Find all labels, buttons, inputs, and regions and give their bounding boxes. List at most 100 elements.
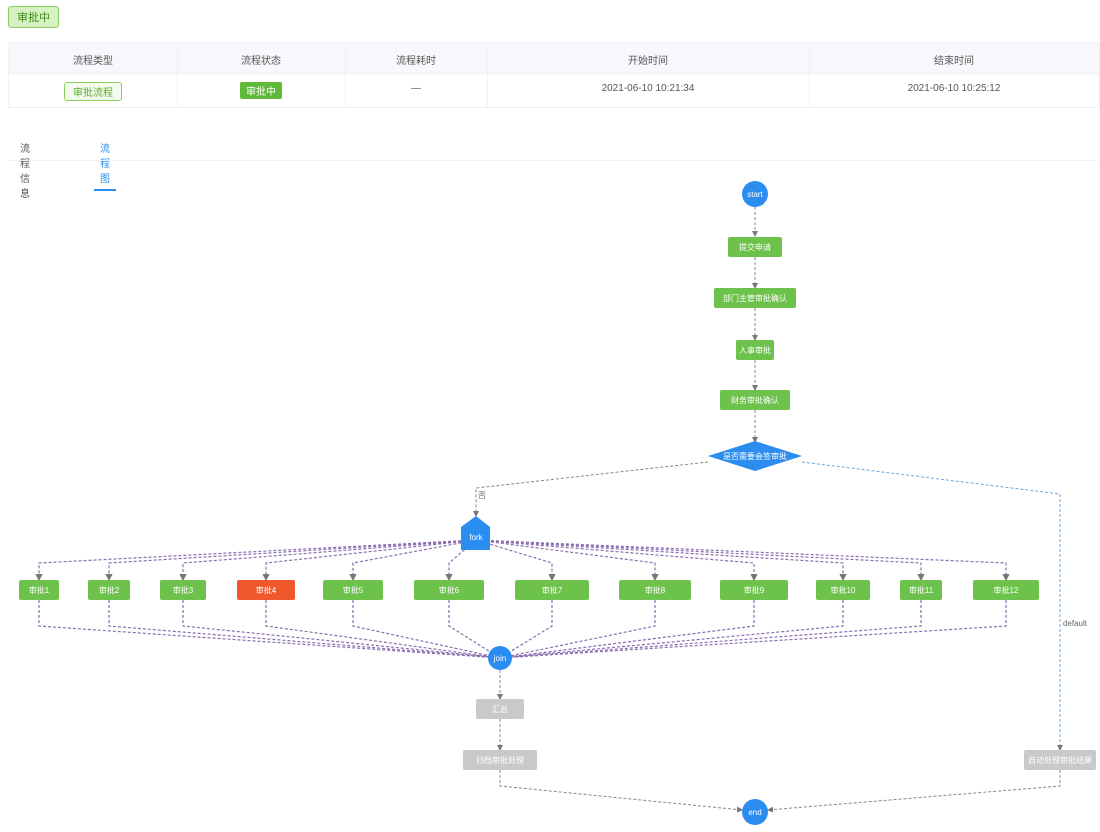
edge-parallel-join-10 (498, 600, 844, 662)
tab-flow-info[interactable]: 流程信息 (20, 144, 30, 200)
edge-fork-parallel-12 (475, 539, 1010, 582)
parallel-node-11-label: 审批11 (909, 585, 934, 595)
parallel-node-2-label: 审批2 (99, 585, 120, 595)
step-node-4[interactable] (720, 390, 790, 410)
edge-fork-parallel-7 (475, 539, 556, 582)
step-node-3[interactable] (736, 340, 774, 360)
edge-default-end (767, 770, 1061, 813)
default-node[interactable] (1024, 750, 1096, 770)
parallel-node-4-label: 审批4 (256, 585, 277, 595)
decision-node[interactable] (708, 441, 802, 471)
parallel-node-12[interactable] (973, 580, 1039, 600)
edge-parallel-join-11 (498, 600, 922, 662)
value-duration: — (411, 83, 421, 94)
value-end-time: 2021-06-10 10:25:12 (907, 83, 1001, 94)
edge-parallel-join-7 (498, 600, 553, 659)
parallel-node-11[interactable] (900, 580, 942, 600)
edge-parallel-join-4 (265, 600, 502, 661)
parallel-node-4[interactable] (237, 580, 295, 600)
parallel-node-6[interactable] (414, 580, 484, 600)
status-pill: 审批中 (8, 6, 59, 28)
post-node-1[interactable] (476, 699, 524, 719)
join-node[interactable] (488, 646, 512, 670)
parallel-node-5-label: 审批5 (343, 585, 364, 595)
parallel-node-12-label: 审批12 (994, 585, 1019, 595)
default-node-label: 自动处理审批结果 (1028, 755, 1092, 765)
edge-fork-parallel-11 (475, 539, 925, 582)
edge-fork-parallel-1 (35, 539, 477, 582)
tab-flow-diagram[interactable]: 流程图 (94, 136, 116, 191)
parallel-node-3-label: 审批3 (173, 585, 194, 595)
topbar: 审批中 (8, 6, 59, 28)
fork-node-label: fork (469, 533, 483, 542)
status-tag: 审批中 (240, 82, 282, 99)
end-node[interactable] (742, 799, 768, 825)
edge-parallel-join-6 (448, 600, 502, 659)
edge-fork-parallel-10 (475, 539, 847, 582)
parallel-node-9[interactable] (720, 580, 788, 600)
col-divider (177, 43, 178, 107)
edge-parallel-join-3 (182, 600, 502, 661)
start-node[interactable] (742, 181, 768, 207)
end-node-label: end (748, 808, 761, 817)
edge-parallel-join-12 (498, 600, 1007, 662)
parallel-node-7[interactable] (515, 580, 589, 600)
parallel-node-6-label: 审批6 (439, 585, 460, 595)
step-node-3-label: 人事审批 (739, 345, 771, 355)
edge-parallel-join-1 (38, 600, 502, 662)
decision-node-label: 是否需要会签审批 (723, 451, 787, 461)
parallel-node-1-label: 审批1 (29, 585, 50, 595)
edge-fork-parallel-4 (262, 539, 477, 582)
parallel-node-7-label: 审批7 (542, 585, 563, 595)
start-node-label: start (747, 190, 763, 199)
fork-node[interactable] (461, 516, 490, 550)
step-node-2-label: 部门主管审批确认 (723, 293, 787, 303)
edge-parallel-join-9 (498, 600, 755, 661)
parallel-node-5[interactable] (323, 580, 383, 600)
col-header-duration: 流程耗时 (396, 56, 436, 67)
edge-fork-parallel-8 (475, 539, 659, 582)
edge-fork-parallel-9 (475, 539, 758, 582)
branch-label: 否 (478, 491, 486, 500)
post-node-2-label: 归档审批处理 (476, 755, 524, 765)
post-node-2[interactable] (463, 750, 537, 770)
edge-parallel-join-8 (498, 600, 656, 661)
parallel-node-1[interactable] (19, 580, 59, 600)
edge-fork-parallel-5 (349, 539, 477, 582)
col-divider (345, 43, 346, 107)
edge-fork-parallel-3 (179, 539, 477, 582)
join-node-label: join (493, 654, 506, 663)
edge-post2-end (499, 770, 743, 813)
info-table: 流程类型 流程状态 流程耗时 开始时间 结束时间 审批流程 审批中 — 2021… (8, 42, 1100, 108)
post-node-1-label: 汇总 (492, 704, 508, 714)
step-node-2[interactable] (714, 288, 796, 308)
col-divider (809, 43, 810, 107)
value-start-time: 2021-06-10 10:21:34 (601, 83, 695, 94)
edge-fork-parallel-2 (105, 539, 477, 582)
edge-decision-fork (473, 461, 709, 517)
value-status-cell: 审批中 (177, 82, 345, 99)
parallel-node-10-label: 审批10 (831, 585, 856, 595)
info-header (9, 43, 1099, 74)
value-type-cell: 审批流程 (9, 82, 177, 101)
edge-decision-default (801, 461, 1063, 751)
default-label: default (1063, 619, 1088, 628)
parallel-node-2[interactable] (88, 580, 130, 600)
col-divider (487, 43, 488, 107)
step-node-4-label: 财务审批确认 (731, 395, 779, 405)
tab-underline (8, 160, 1098, 161)
parallel-node-9-label: 审批9 (744, 585, 765, 595)
step-node-1[interactable] (728, 237, 782, 257)
type-tag: 审批流程 (64, 82, 122, 101)
col-header-end: 结束时间 (934, 56, 974, 67)
edge-parallel-join-2 (108, 600, 502, 662)
col-header-type: 流程类型 (73, 56, 113, 67)
col-header-start: 开始时间 (628, 56, 668, 67)
col-header-status: 流程状态 (241, 56, 281, 67)
parallel-node-3[interactable] (160, 580, 206, 600)
parallel-node-10[interactable] (816, 580, 870, 600)
step-node-1-label: 提交申请 (739, 242, 771, 252)
parallel-node-8[interactable] (619, 580, 691, 600)
parallel-node-8-label: 审批8 (645, 585, 666, 595)
